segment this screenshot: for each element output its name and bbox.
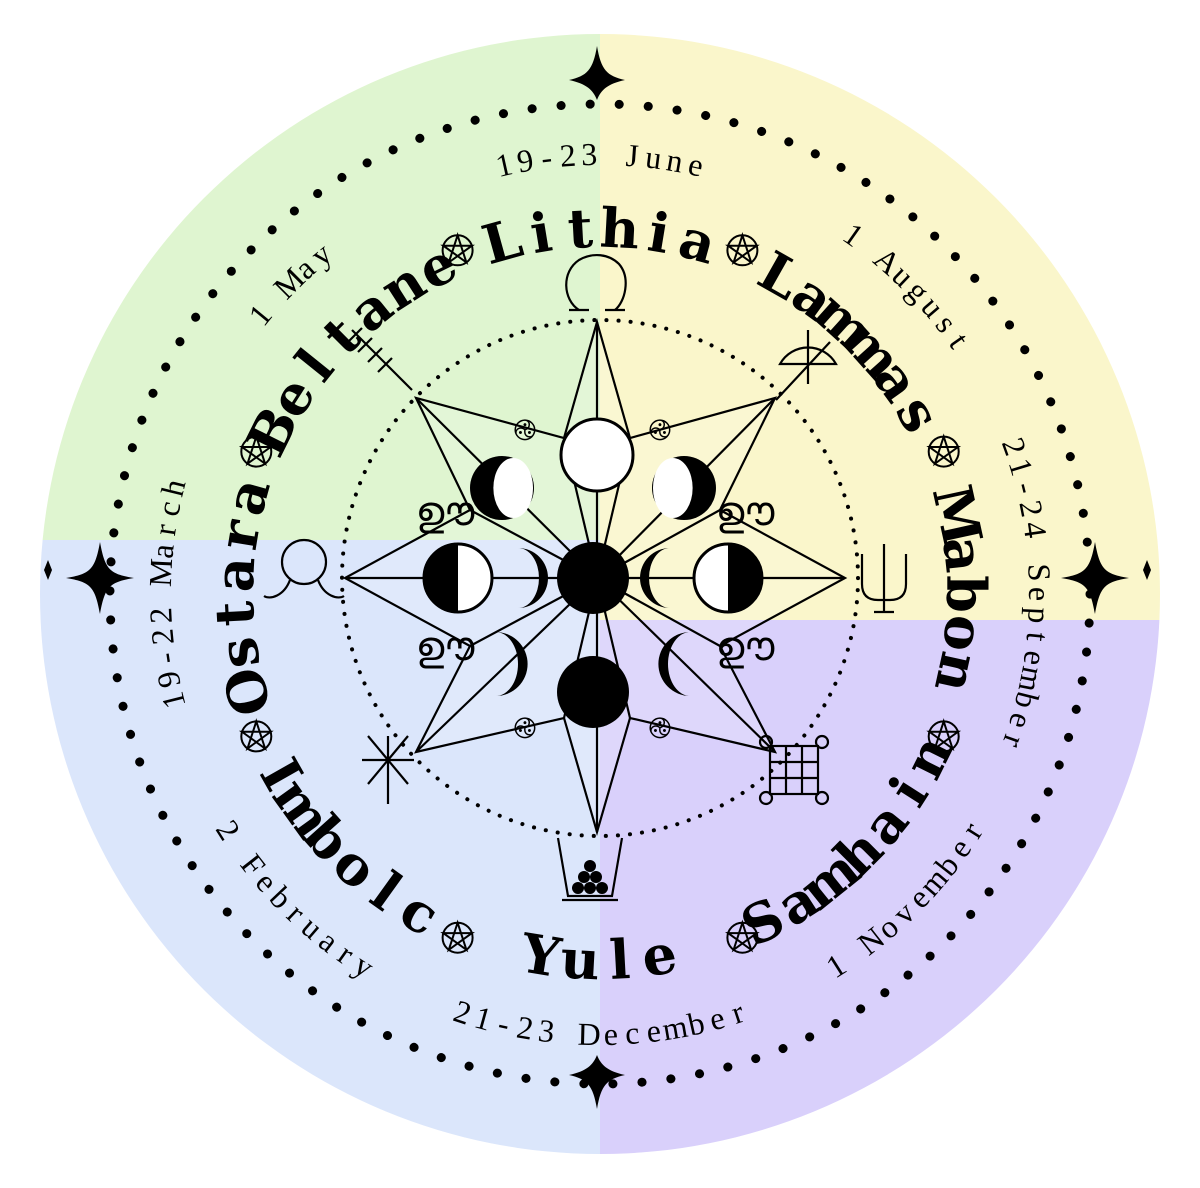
svg-text:M: M — [142, 557, 179, 587]
pentagram-icon — [440, 919, 475, 954]
moon-new-icon — [557, 656, 629, 728]
svg-text:3: 3 — [581, 136, 598, 172]
ornament-left-icon — [44, 542, 134, 614]
pentagram-icon — [725, 919, 760, 954]
svg-text:2: 2 — [143, 627, 180, 646]
svg-text:2: 2 — [142, 607, 179, 625]
svg-text:e: e — [644, 1012, 662, 1049]
moon-last-quarter-icon — [692, 542, 764, 614]
svg-text:9: 9 — [514, 141, 536, 179]
pentagram-icon — [440, 232, 475, 267]
svg-text:c: c — [624, 1014, 641, 1051]
ornament-bottom-icon — [569, 1055, 625, 1109]
svg-text:m: m — [660, 1008, 691, 1048]
moon-waning-gibbous-icon — [652, 456, 716, 520]
pentagram-icon — [238, 718, 274, 753]
svg-text:a: a — [930, 534, 997, 576]
svg-text:b: b — [684, 1004, 707, 1043]
svg-text:e: e — [603, 1016, 618, 1052]
svg-text:4: 4 — [1016, 519, 1054, 540]
star-ray — [415, 577, 598, 753]
moon-waxing-crescent-icon — [495, 632, 528, 696]
pentagram-icon — [238, 433, 274, 468]
svg-text:b: b — [934, 575, 998, 613]
star-ray — [596, 577, 776, 753]
moon-waxing-gibbous-icon — [470, 456, 534, 520]
moon-phases — [422, 417, 764, 728]
triskele-icon: ࿋ — [513, 711, 536, 746]
svg-text:-: - — [146, 650, 183, 666]
svg-text:3: 3 — [536, 1012, 556, 1050]
spiral-glyphs: ࿋ ࿋ ࿋ ࿋ ഊ ഊ ഊ ഊ — [416, 413, 775, 746]
pentagram-icon — [725, 232, 760, 267]
svg-text:a: a — [202, 555, 268, 593]
svg-text:J: J — [625, 137, 640, 174]
moon-waxing-crescent-icon — [518, 548, 548, 608]
triskele-icon: ࿋ — [513, 413, 536, 448]
flame-icon: ഊ — [716, 624, 775, 670]
svg-text:2: 2 — [1012, 497, 1050, 520]
yule-symbol-icon — [556, 837, 624, 902]
svg-text:h: h — [598, 195, 641, 261]
mabon-symbol-icon — [860, 544, 908, 614]
flame-icon: ഊ — [416, 489, 475, 535]
svg-text:1: 1 — [492, 145, 515, 184]
flame-icon: ഊ — [416, 624, 475, 670]
svg-text:M: M — [920, 479, 995, 551]
pentagram-icon — [926, 718, 962, 753]
svg-text:c: c — [149, 498, 187, 519]
moon-first-quarter-icon — [422, 542, 494, 614]
imbolc-symbol-icon — [362, 735, 414, 804]
moon-full-icon — [559, 417, 635, 493]
svg-text:9: 9 — [149, 668, 187, 691]
svg-text:u: u — [559, 926, 602, 992]
lammas-symbol-icon — [775, 330, 838, 401]
svg-text:2: 2 — [514, 1009, 536, 1047]
svg-text:e: e — [1016, 649, 1054, 668]
svg-text:u: u — [643, 138, 663, 176]
svg-text:o: o — [930, 612, 998, 655]
ornament-top-icon — [569, 46, 625, 100]
svg-text:a: a — [143, 542, 180, 560]
svg-text:t: t — [202, 600, 267, 628]
triskele-icon: ࿋ — [648, 711, 671, 746]
inner-dotted-ring — [340, 318, 860, 838]
flame-icon: ഊ — [716, 489, 775, 535]
triskele-icon: ࿋ — [648, 413, 671, 448]
lithia-symbol-icon — [565, 254, 627, 312]
svg-text:2: 2 — [559, 137, 578, 174]
beltane-symbol-icon — [347, 327, 413, 391]
svg-text:-: - — [539, 139, 554, 176]
moon-new-icon — [557, 542, 629, 614]
pentagram-icon — [926, 433, 962, 468]
ornament-right-icon — [1061, 542, 1151, 614]
svg-text:S: S — [1021, 563, 1058, 583]
moon-waning-crescent-icon — [640, 548, 670, 608]
samhain-symbol-icon — [758, 734, 830, 806]
svg-text:n: n — [664, 141, 686, 179]
svg-text:D: D — [577, 1016, 601, 1053]
moon-waning-crescent-icon — [658, 632, 691, 696]
sabbat-symbols — [263, 254, 908, 902]
ostara-symbol-icon — [263, 538, 345, 599]
svg-text:t: t — [566, 196, 594, 261]
svg-text:p: p — [1021, 607, 1058, 625]
compass-ornaments — [44, 46, 1151, 1109]
svg-text:l: l — [608, 927, 632, 992]
pentagram-dividers — [238, 232, 962, 954]
svg-text:e: e — [1022, 587, 1058, 601]
svg-text:t: t — [1020, 631, 1057, 643]
